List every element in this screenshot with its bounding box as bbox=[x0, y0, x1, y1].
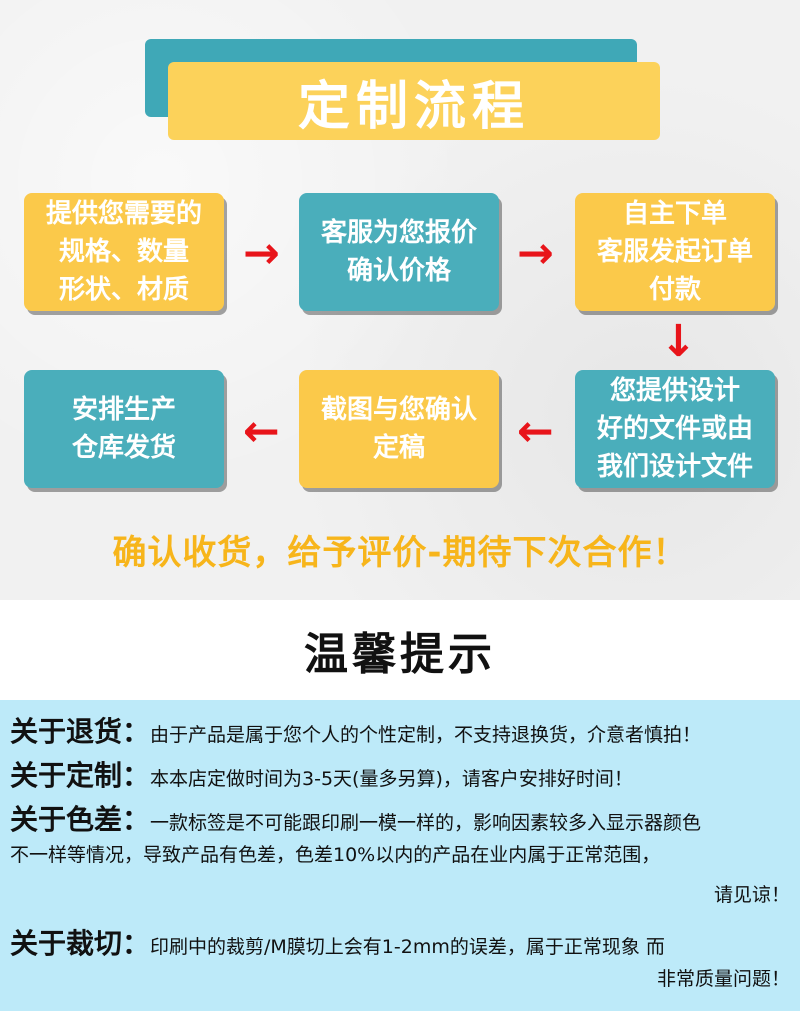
page-title: 定制流程 bbox=[168, 62, 660, 140]
arrow-left-icon: ← bbox=[517, 406, 554, 457]
arrow-right-icon: → bbox=[517, 228, 554, 279]
tip-cut-body-2: 非常质量问题！ bbox=[656, 968, 790, 990]
arrow-right-icon: → bbox=[243, 228, 280, 279]
tip-custom-head: 关于定制： bbox=[10, 759, 151, 792]
step-1-provide-specs: 提供您需要的 规格、数量 形状、材质 bbox=[24, 193, 224, 311]
tip-return-body: 由于产品是属于您个人的个性定制，不支持退换货，介意者慎拍！ bbox=[150, 724, 702, 746]
tip-cut-body-1: 印刷中的裁剪/M膜切上会有1-2mm的误差，属于正常现象 而 bbox=[150, 936, 665, 958]
tip-return: 关于退货：由于产品是属于您个人的个性定制，不支持退换货，介意者慎拍！ bbox=[10, 710, 701, 750]
tip-color-head: 关于色差： bbox=[10, 803, 151, 836]
step-2-quote: 客服为您报价 确认价格 bbox=[299, 193, 499, 311]
tip-color-body-1: 一款标签是不可能跟印刷一模一样的，影响因素较多入显示器颜色 bbox=[150, 812, 702, 834]
tip-color-body-3: 请见谅！ bbox=[713, 884, 790, 906]
tip-cut-head: 关于裁切： bbox=[10, 927, 151, 960]
tip-custom-body: 本本店定做时间为3-5天(量多另算)，请客户安排好时间！ bbox=[150, 768, 633, 790]
step-6-production: 安排生产 仓库发货 bbox=[24, 370, 224, 488]
tip-color-body-2: 不一样等情况，导致产品有色差，色差10%以内的产品在业内属于正常范围， bbox=[10, 844, 661, 866]
tip-cut: 关于裁切：印刷中的裁剪/M膜切上会有1-2mm的误差，属于正常现象 而 bbox=[10, 922, 665, 962]
arrow-down-icon: ↓ bbox=[660, 316, 697, 367]
slogan: 确认收货，给予评价-期待下次合作！ bbox=[112, 533, 688, 573]
step-4-design: 您提供设计 好的文件或由 我们设计文件 bbox=[575, 370, 775, 488]
step-5-confirm: 截图与您确认 定稿 bbox=[299, 370, 499, 488]
tip-custom: 关于定制：本本店定做时间为3-5天(量多另算)，请客户安排好时间！ bbox=[10, 754, 633, 794]
tip-color: 关于色差：一款标签是不可能跟印刷一模一样的，影响因素较多入显示器颜色 bbox=[10, 798, 701, 838]
tips-title: 温馨提示 bbox=[304, 629, 496, 680]
tips-section bbox=[0, 700, 800, 1011]
tip-return-head: 关于退货： bbox=[10, 715, 151, 748]
step-3-order: 自主下单 客服发起订单 付款 bbox=[575, 193, 775, 311]
arrow-left-icon: ← bbox=[243, 406, 280, 457]
